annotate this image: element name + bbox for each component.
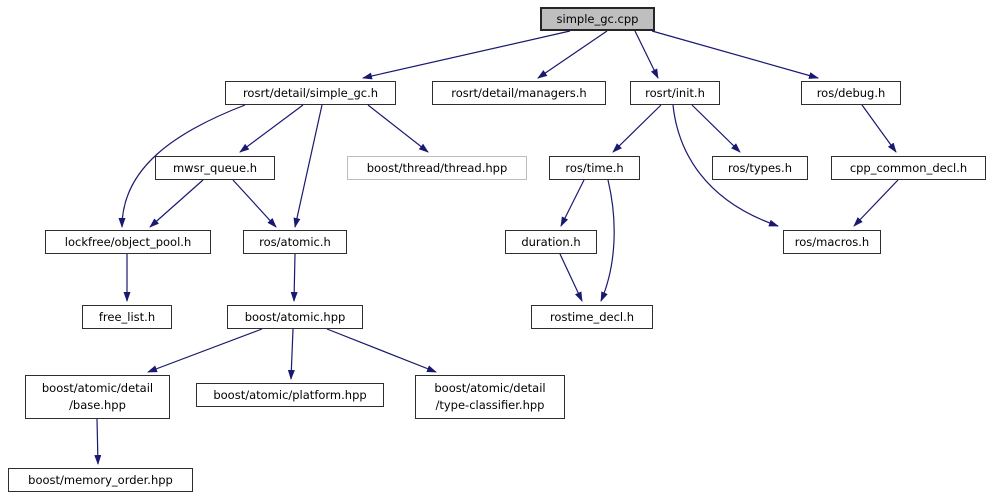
edge-boost-atomic-hpp-to-type-classifier-hpp — [326, 328, 437, 373]
node-ros-debug-h[interactable]: ros/debug.h — [801, 81, 901, 105]
edge-rosrt-init-h-to-ros-types-h — [691, 104, 741, 153]
node-mwsr-queue-h[interactable]: mwsr_queue.h — [155, 156, 275, 180]
edge-simple-gc-cpp-to-rosrt-detail-managers-h — [537, 30, 608, 79]
edge-cpp-common-decl-h-to-ros-macros-h — [853, 179, 899, 227]
node-simple-gc-cpp: simple_gc.cpp — [540, 7, 655, 31]
node-boost-atomic-detail-base-hpp[interactable]: boost/atomic/detail /base.hpp — [25, 375, 170, 419]
edge-base-hpp-to-memory-order-hpp — [94, 418, 102, 465]
node-duration-h[interactable]: duration.h — [505, 230, 597, 254]
edge-simple-gc-cpp-to-ros-debug-h — [651, 30, 819, 79]
edge-simple-gc-cpp-to-rosrt-init-h — [634, 30, 659, 79]
node-boost-atomic-platform-hpp[interactable]: boost/atomic/platform.hpp — [196, 383, 384, 407]
edge-rosrt-init-h-to-ros-macros-h — [672, 104, 779, 227]
edge-ros-time-h-to-duration-h — [560, 179, 585, 227]
node-rosrt-detail-managers-h[interactable]: rosrt/detail/managers.h — [432, 81, 606, 105]
edge-rosrt-init-h-to-ros-time-h — [612, 104, 662, 153]
node-free-list-h[interactable]: free_list.h — [82, 305, 172, 329]
edge-simple-gc-h-to-boost-thread-hpp — [367, 104, 429, 153]
node-rostime-decl-h[interactable]: rostime_decl.h — [531, 305, 653, 329]
node-boost-atomic-hpp[interactable]: boost/atomic.hpp — [227, 305, 363, 329]
edge-simple-gc-h-to-ros-atomic-h — [293, 104, 323, 228]
edge-simple-gc-h-to-mwsr-queue-h — [239, 104, 304, 153]
edge-ros-time-h-to-rostime-decl-h — [600, 179, 615, 302]
node-boost-memory-order-hpp[interactable]: boost/memory_order.hpp — [8, 468, 193, 492]
node-rosrt-detail-simple-gc-h[interactable]: rosrt/detail/simple_gc.h — [225, 81, 396, 105]
node-cpp-common-decl-h[interactable]: cpp_common_decl.h — [831, 156, 986, 180]
node-ros-macros-h[interactable]: ros/macros.h — [783, 230, 881, 254]
edge-boost-atomic-hpp-to-platform-hpp — [287, 328, 295, 380]
node-ros-time-h[interactable]: ros/time.h — [549, 156, 640, 180]
edge-ros-atomic-h-to-boost-atomic-hpp — [290, 253, 298, 302]
edge-mwsr-queue-h-to-ros-atomic-h — [232, 179, 277, 228]
edge-mwsr-queue-h-to-object-pool-h — [149, 179, 204, 228]
edge-boost-atomic-hpp-to-base-hpp — [147, 328, 263, 373]
edge-simple-gc-cpp-to-rosrt-detail-simple-gc-h — [362, 30, 571, 80]
node-ros-atomic-h[interactable]: ros/atomic.h — [243, 230, 347, 254]
node-boost-atomic-detail-type-classifier-hpp[interactable]: boost/atomic/detail /type-classifier.hpp — [415, 375, 565, 419]
edge-simple-gc-h-to-object-pool-h — [118, 104, 246, 228]
node-ros-types-h[interactable]: ros/types.h — [712, 156, 808, 180]
edge-duration-h-to-rostime-decl-h — [559, 253, 583, 302]
node-lockfree-object-pool-h[interactable]: lockfree/object_pool.h — [45, 230, 211, 254]
node-boost-thread-thread-hpp: boost/thread/thread.hpp — [347, 156, 527, 180]
edge-ros-debug-h-to-cpp-common-decl-h — [861, 104, 897, 153]
node-rosrt-init-h[interactable]: rosrt/init.h — [630, 81, 720, 105]
